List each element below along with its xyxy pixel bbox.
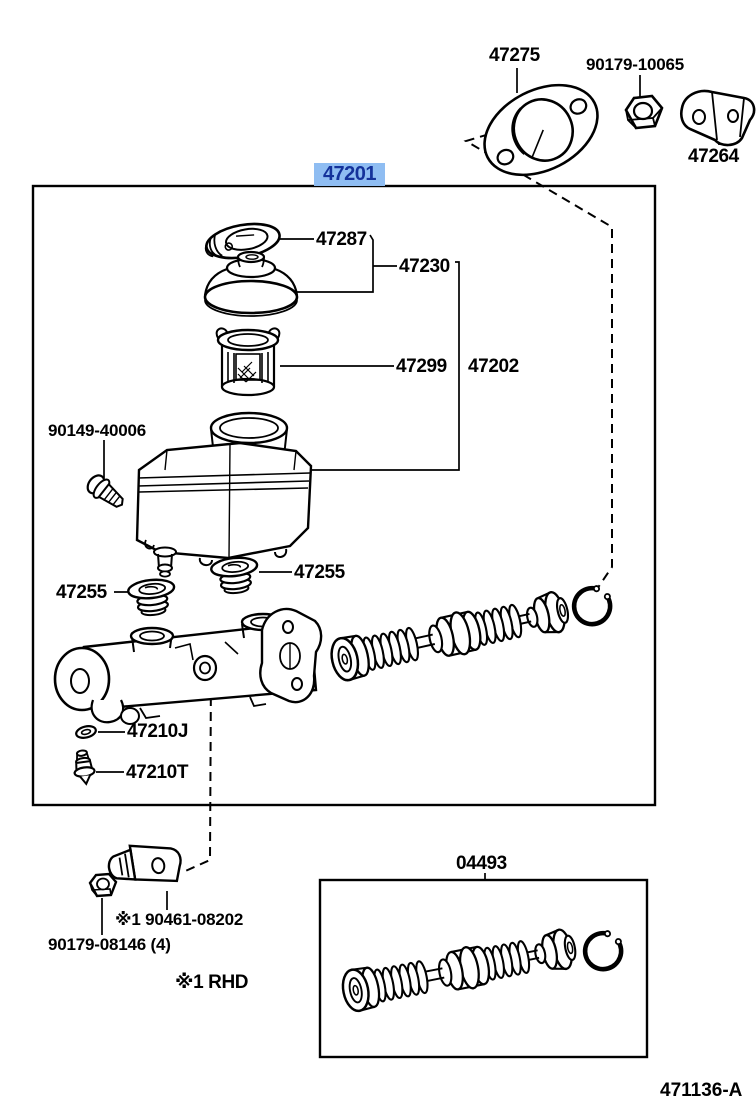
outlet-plug-drawing [73, 749, 96, 786]
reservoir-cap-drawing [203, 250, 299, 317]
master-cylinder-drawing [53, 607, 323, 725]
note-rhd: ※1 RHD [175, 972, 249, 993]
dashed-leader-lines [180, 129, 613, 874]
lower-nut-drawing [88, 872, 118, 898]
part-label-47255-right[interactable]: 47255 [294, 562, 345, 583]
set-screw-drawing [86, 474, 124, 508]
part-label-47210J[interactable]: 47210J [127, 721, 189, 742]
grommet-right-drawing [209, 554, 261, 597]
part-label-47287[interactable]: 47287 [316, 229, 367, 250]
reservoir-drawing [135, 411, 313, 578]
part-label-04493[interactable]: 04493 [456, 853, 507, 874]
clamp-bracket-drawing [107, 844, 182, 883]
part-label-47210T[interactable]: 47210T [126, 762, 189, 783]
repair-kit-box [318, 878, 649, 1059]
part-label-47264[interactable]: 47264 [688, 146, 739, 167]
main-assembly-box [31, 184, 657, 807]
strainer-drawing [215, 327, 281, 397]
piston-kit-drawing [326, 587, 574, 684]
part-label-47255-left[interactable]: 47255 [56, 582, 107, 603]
gasket-drawing [483, 83, 599, 177]
part-label-90179-10065[interactable]: 90179-10065 [586, 55, 685, 74]
part-label-90179-08146[interactable]: 90179-08146 (4) [48, 935, 171, 954]
grommet-left-drawing [126, 576, 178, 619]
part-label-47275[interactable]: 47275 [489, 45, 540, 66]
part-label-47201-highlighted[interactable]: 47201 [314, 163, 385, 186]
part-label-90461-08202[interactable]: ※1 90461-08202 [115, 910, 244, 929]
part-label-47202[interactable]: 47202 [468, 356, 519, 377]
repair-kit-piston-drawing [338, 925, 581, 1015]
outlet-gasket-drawing [75, 725, 97, 739]
leader-lines [96, 68, 720, 935]
part-label-47230[interactable]: 47230 [399, 256, 450, 277]
bracket-drawing [679, 89, 756, 147]
snap-ring-drawing [571, 584, 615, 628]
part-label-47299[interactable]: 47299 [396, 356, 447, 377]
diagram-reference-code: 471136-A [660, 1080, 743, 1101]
upper-nut-drawing [624, 94, 664, 130]
part-label-90149-40006[interactable]: 90149-40006 [48, 421, 147, 440]
repair-kit-snap-ring-drawing [582, 929, 626, 973]
